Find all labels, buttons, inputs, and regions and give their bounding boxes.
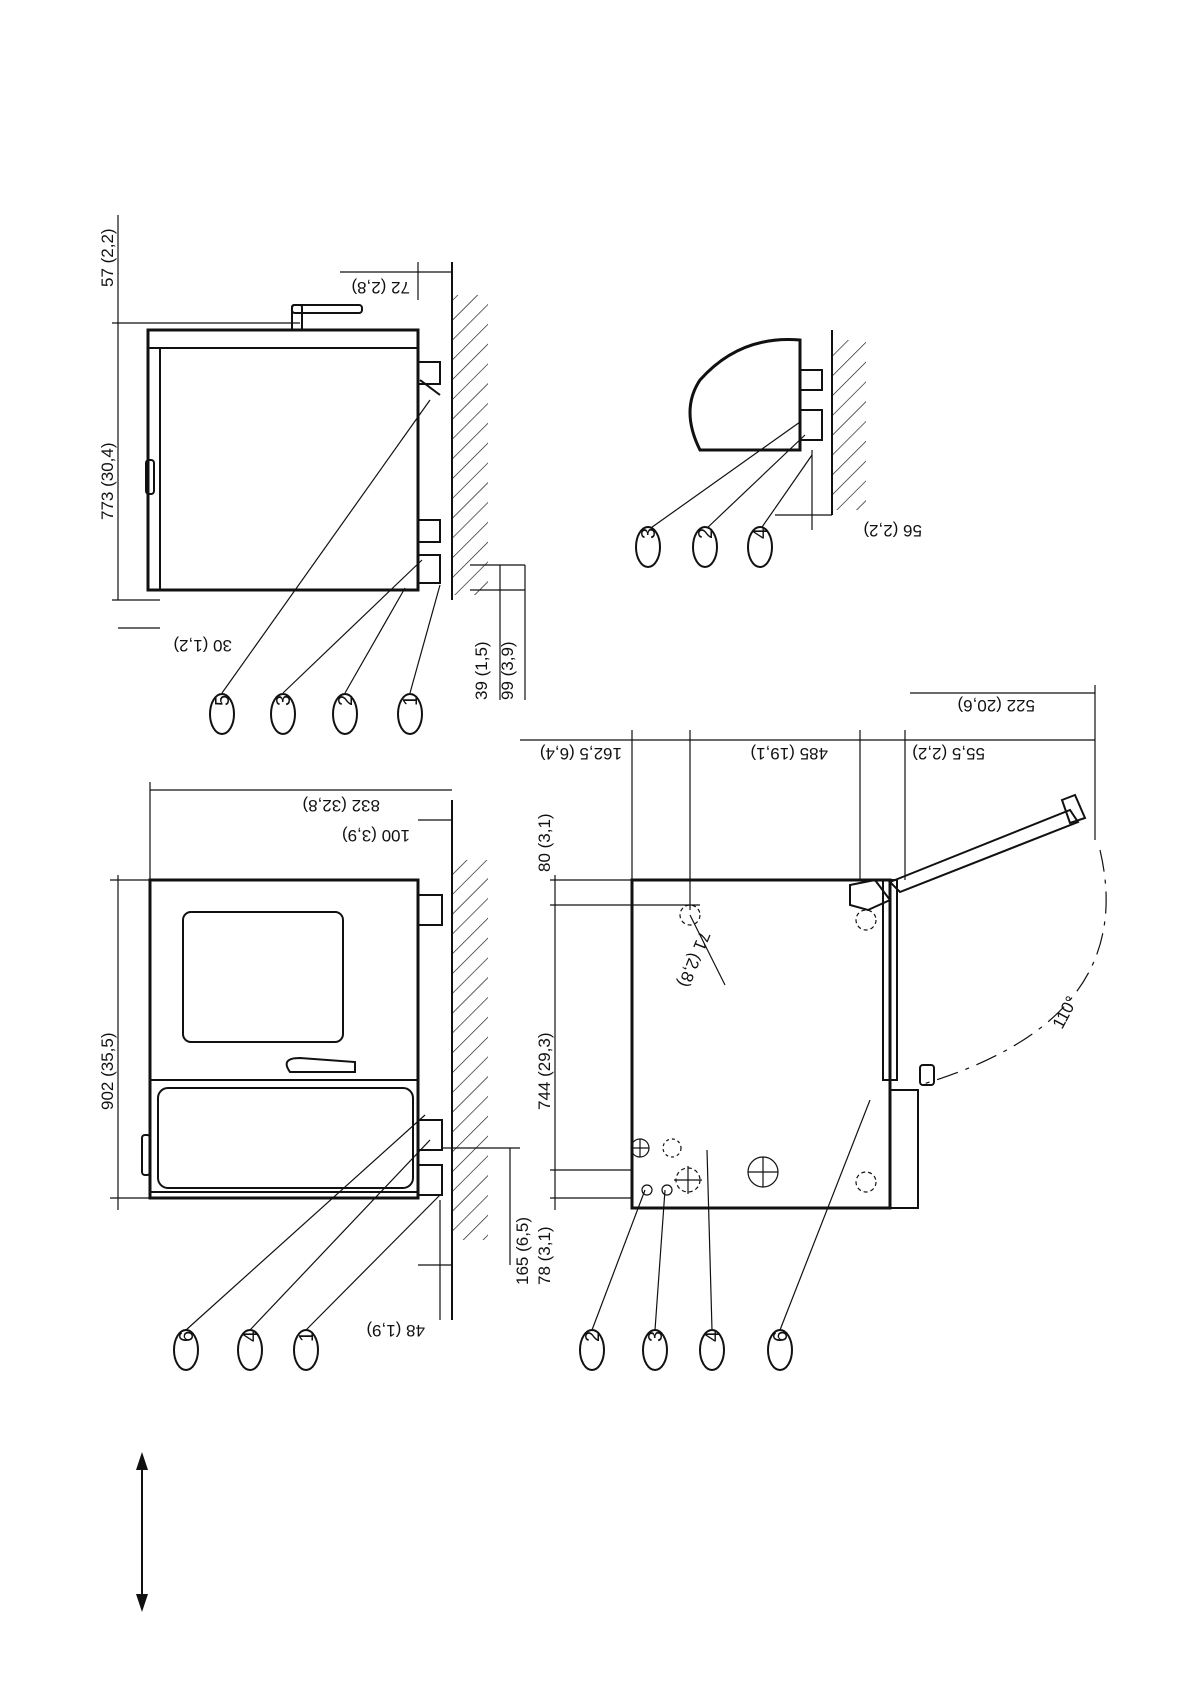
svg-text:3: 3: [638, 528, 660, 539]
svg-text:2: 2: [582, 1331, 604, 1342]
dim-165: 165 (6,5): [513, 1217, 532, 1285]
dim-48: 48 (1,9): [366, 1321, 425, 1340]
svg-text:3: 3: [273, 695, 295, 706]
svg-text:4: 4: [702, 1331, 724, 1342]
callout-side-3: 3: [271, 694, 295, 734]
plan-leader-2: [592, 1190, 645, 1330]
callout-plan-6: 6: [768, 1330, 792, 1370]
dim-773: 773 (30,4): [98, 443, 117, 521]
front-handle: [287, 1058, 355, 1072]
leader-3: [283, 560, 422, 693]
leader-2: [345, 588, 405, 693]
svg-text:4: 4: [240, 1331, 262, 1342]
callout-plan-3: 3: [643, 1330, 667, 1370]
dim-71: 71 (2,8): [674, 929, 714, 990]
svg-text:4: 4: [750, 528, 772, 539]
callout-side-2: 2: [333, 694, 357, 734]
dim-902: 902 (35,5): [98, 1033, 117, 1111]
detail-leader-3: [648, 422, 800, 530]
front-connection-upper: [418, 895, 442, 925]
dim-56: 56 (2,2): [863, 521, 922, 540]
front-leader-6: [186, 1115, 425, 1330]
front-door: [150, 1080, 418, 1192]
svg-text:3: 3: [645, 1331, 667, 1342]
front-leader-1: [306, 1195, 440, 1330]
svg-text:1: 1: [296, 1331, 318, 1342]
svg-text:2: 2: [335, 695, 357, 706]
detail-connection-upper: [800, 370, 822, 390]
side-connection-drain: [418, 555, 440, 583]
dim-angle: 110°: [1049, 993, 1082, 1032]
leader-1: [410, 585, 440, 693]
plan-open-door: [890, 810, 1078, 892]
svg-text:5: 5: [212, 695, 234, 706]
plan-leader-4: [707, 1150, 712, 1330]
front-body: [150, 880, 418, 1198]
dim-80: 80 (3,1): [535, 813, 554, 872]
plan-door-swing-arc: [920, 850, 1106, 1085]
callout-front-1: 1: [294, 1330, 318, 1370]
callout-front-4: 4: [238, 1330, 262, 1370]
side-wall-hatch: [452, 295, 488, 595]
dim-72: 72 (2,8): [351, 278, 410, 297]
dim-39: 39 (1,5): [472, 641, 491, 700]
dim-162: 162,5 (6,4): [540, 744, 622, 763]
svg-text:6: 6: [770, 1331, 792, 1342]
callout-detail-4: 4: [748, 527, 772, 567]
front-view: 902 (35,5) 832 (32,8) 100 (3,9) 48 (1,9)…: [98, 782, 532, 1370]
dim-485: 485 (19,1): [751, 744, 829, 763]
plan-door-base: [890, 1090, 918, 1208]
callout-detail-3: 3: [636, 527, 660, 567]
plan-view: 80 (3,1) 744 (29,3) 78 (3,1) 162,5 (6,4)…: [520, 685, 1106, 1370]
plan-body: [632, 880, 890, 1208]
front-door-panel: [158, 1088, 413, 1188]
front-wall-hatch: [452, 860, 488, 1240]
orientation-arrow: [136, 1452, 148, 1612]
dim-832: 832 (32,8): [303, 796, 381, 815]
callout-detail-2: 2: [693, 527, 717, 567]
side-view: 57 (2,2) 773 (30,4) 72 (2,8) 30 (1,2) 39…: [98, 215, 525, 734]
svg-text:2: 2: [695, 528, 717, 539]
callout-side-5: 5: [210, 694, 234, 734]
dim-99: 99 (3,9): [498, 641, 517, 700]
detail-view: 56 (2,2) 3 2 4: [636, 330, 922, 567]
svg-text:6: 6: [176, 1331, 198, 1342]
plan-leader-6: [780, 1100, 870, 1330]
callout-front-6: 6: [174, 1330, 198, 1370]
front-connection-lower: [418, 1165, 442, 1195]
callout-plan-4: 4: [700, 1330, 724, 1370]
front-window: [183, 912, 343, 1042]
dim-57: 57 (2,2): [98, 228, 117, 287]
svg-text:1: 1: [400, 695, 422, 706]
front-connection-mid: [418, 1120, 442, 1150]
detail-connection-lower: [800, 410, 822, 440]
leader-5: [222, 400, 430, 693]
side-connection-lower: [418, 520, 440, 542]
dim-78: 78 (3,1): [535, 1226, 554, 1285]
dim-30: 30 (1,2): [173, 636, 232, 655]
dim-55: 55,5 (2,2): [912, 744, 985, 763]
dim-744: 744 (29,3): [535, 1033, 554, 1111]
side-body: [148, 330, 418, 590]
dim-100: 100 (3,9): [342, 826, 410, 845]
side-top-panel: [148, 330, 418, 348]
front-leader-4: [250, 1140, 430, 1330]
detail-wall-hatch: [832, 340, 866, 510]
dim-522: 522 (20,6): [958, 696, 1036, 715]
callout-side-1: 1: [398, 694, 422, 734]
callout-plan-2: 2: [580, 1330, 604, 1370]
plan-leader-3: [655, 1190, 665, 1330]
detail-leader-4: [760, 455, 812, 530]
